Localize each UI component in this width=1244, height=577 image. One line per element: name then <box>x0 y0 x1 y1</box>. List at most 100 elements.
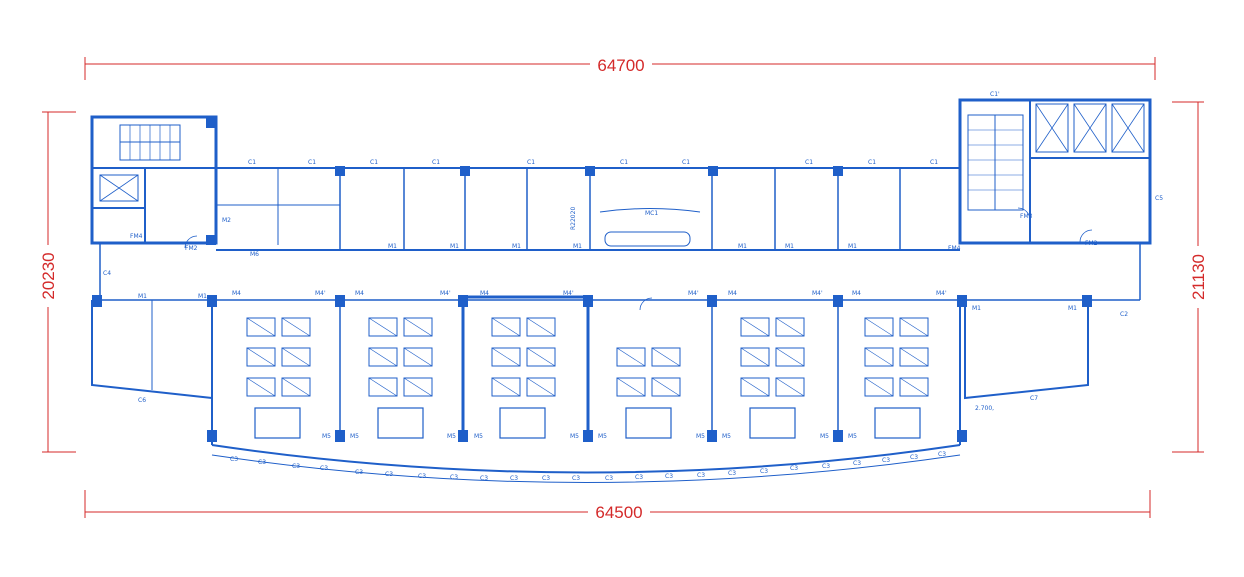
window-c7: C7 <box>1030 395 1038 402</box>
door-m4p-3: M4' <box>563 290 574 297</box>
door-m5-7: M5 <box>696 433 705 440</box>
window-c3-9: C3 <box>480 475 488 482</box>
door-m5-4: M5 <box>474 433 483 440</box>
elevator-icon <box>99 174 139 202</box>
column-icon <box>458 430 468 442</box>
column-icon <box>957 295 967 307</box>
label-fm4: FM4 <box>130 233 143 240</box>
south-left-wing: C6 M1 M1 <box>91 293 213 404</box>
door-m1-3: M1 <box>512 243 521 250</box>
door-m5-1: M5 <box>322 433 331 440</box>
window-c3-8: C3 <box>450 474 458 481</box>
window-c3-24: C3 <box>938 451 946 458</box>
stair-icon <box>119 124 181 161</box>
label-note: 2.700, <box>975 405 994 412</box>
door-m1-6: M1 <box>785 243 794 250</box>
door-m4-5: M4 <box>728 290 737 297</box>
window-c4: C4 <box>103 270 111 277</box>
window-c3-23: C3 <box>910 454 918 461</box>
elevator-icon <box>1035 103 1145 153</box>
window-c3-3: C3 <box>292 463 300 470</box>
window-c1-2: C1 <box>308 159 316 166</box>
window-c3-22: C3 <box>882 457 890 464</box>
dimension-left: 20230 <box>39 111 76 453</box>
window-c3-6: C3 <box>385 471 393 478</box>
window-c1-7: C1 <box>682 159 690 166</box>
door-m5-10: M5 <box>848 433 857 440</box>
door-m4p-5: M4' <box>812 290 823 297</box>
column-icon <box>583 295 593 307</box>
label-mc1: MC1 <box>645 210 658 217</box>
door-m6: M6 <box>250 251 259 258</box>
door-m5-2: M5 <box>350 433 359 440</box>
label-fm2-right: FM2 <box>1085 240 1098 247</box>
window-c6: C6 <box>138 397 146 404</box>
window-c1-3: C1 <box>370 159 378 166</box>
bed-icon <box>616 347 681 397</box>
window-c3-4: C3 <box>320 465 328 472</box>
column-icon <box>957 430 967 442</box>
window-c3-18: C3 <box>760 468 768 475</box>
label-fm3: FM3 <box>1020 213 1033 220</box>
window-c3-10: C3 <box>510 475 518 482</box>
dimension-top-text: 64700 <box>597 56 644 75</box>
label-fm2-left: FM2 <box>185 245 198 252</box>
column-icon <box>585 166 595 176</box>
window-c3-19: C3 <box>790 465 798 472</box>
window-c3-14: C3 <box>635 474 643 481</box>
column-icon <box>460 166 470 176</box>
dimension-bottom-text: 64500 <box>595 503 642 522</box>
column-icon <box>833 430 843 442</box>
guest-rooms: M4 M4' M4 M4' M4 M4' M4' M4 M4' M4 M4' M… <box>211 290 961 483</box>
window-c3-12: C3 <box>572 475 580 482</box>
column-icon <box>707 295 717 307</box>
window-c1p: C1' <box>990 91 1000 98</box>
door-m5-6: M5 <box>598 433 607 440</box>
door-m4-2: M4 <box>355 290 364 297</box>
column-icon <box>833 295 843 307</box>
label-r2: R22020 <box>570 207 577 230</box>
bed-icon <box>864 317 929 397</box>
bed-icon <box>368 317 433 397</box>
window-c3-21: C3 <box>853 460 861 467</box>
right-service-block: C1' C5 FM3 FM2 FM4 <box>948 91 1163 252</box>
door-m1-7: M1 <box>848 243 857 250</box>
door-m1-4: M1 <box>573 243 582 250</box>
door-m1-s3: M1 <box>972 305 981 312</box>
window-c3-7: C3 <box>418 473 426 480</box>
column-icon <box>206 118 216 128</box>
window-c3-1: C3 <box>230 456 238 463</box>
column-icon <box>833 166 843 176</box>
window-c5: C5 <box>1155 195 1163 202</box>
dimension-right-text: 21130 <box>1189 254 1208 300</box>
column-icon <box>335 166 345 176</box>
column-icon <box>207 430 217 442</box>
column-icon <box>335 430 345 442</box>
column-icon <box>92 295 102 307</box>
door-m5-3: M5 <box>447 433 456 440</box>
window-c1-9: C1 <box>868 159 876 166</box>
window-c3-2: C3 <box>258 459 266 466</box>
door-m4-6: M4 <box>852 290 861 297</box>
window-c1-8: C1 <box>805 159 813 166</box>
window-c3-17: C3 <box>728 470 736 477</box>
door-m5-9: M5 <box>820 433 829 440</box>
bed-icon <box>491 317 556 397</box>
door-m4-1: M4 <box>232 290 241 297</box>
column-icon <box>458 295 468 307</box>
door-m1-s2: M1 <box>198 293 207 300</box>
window-c2: C2 <box>1120 311 1128 318</box>
stair-icon <box>967 114 1024 211</box>
left-service-block: FM4 FM2 <box>90 115 218 252</box>
window-c3-15: C3 <box>665 473 673 480</box>
door-m1-s4: M1 <box>1068 305 1077 312</box>
door-m2: M2 <box>222 217 231 224</box>
window-c3-20: C3 <box>822 463 830 470</box>
column-icon <box>708 166 718 176</box>
dimension-top: 64700 <box>84 55 1156 80</box>
dimension-right: 21130 <box>1172 101 1208 453</box>
window-c1-6: C1 <box>620 159 628 166</box>
window-c3-13: C3 <box>605 475 613 482</box>
bed-icon <box>246 317 311 397</box>
